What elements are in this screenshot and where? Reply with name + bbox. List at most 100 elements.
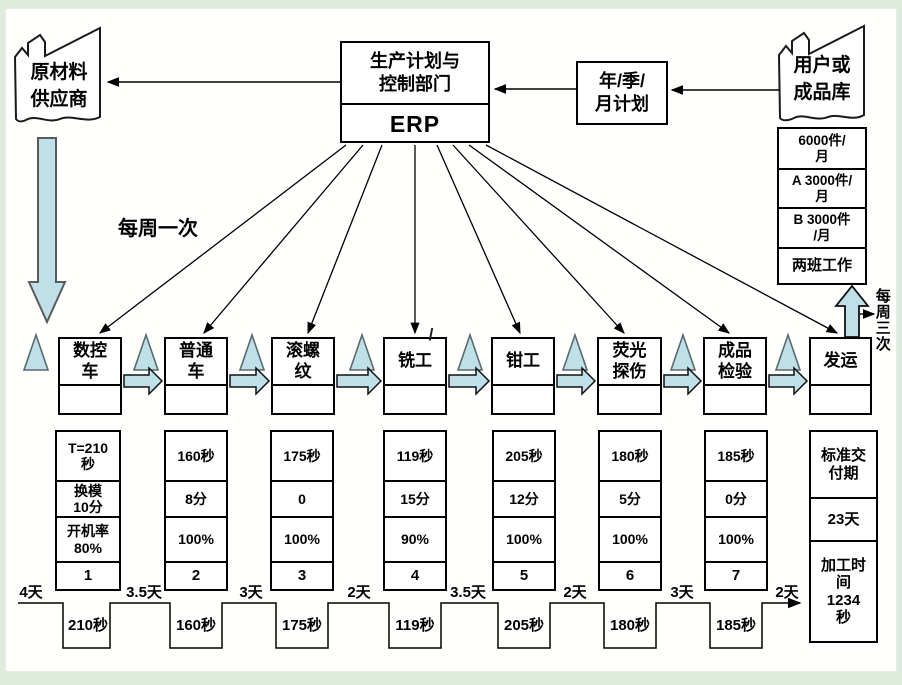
process-box-final-inspection: 成品 检验 <box>703 337 767 415</box>
push-arrow-3 <box>336 366 383 396</box>
timeline-day-label: 2天 <box>775 584 799 601</box>
inventory-triangle-3 <box>238 332 266 371</box>
process-box-fitter: 钳工 <box>491 337 555 415</box>
cycle-time: 185秒 <box>706 432 766 482</box>
data-box-6: 180秒 5分 100% 6 <box>598 430 662 591</box>
inventory-triangle-1 <box>22 332 50 371</box>
process-box-ordinary-lathe: 普通 车 <box>164 337 228 415</box>
cycle-time: 205秒 <box>494 432 554 482</box>
process-box-milling: 铣工 <box>383 337 447 415</box>
timeline-seconds-label: 180秒 <box>609 617 651 634</box>
process-name: 钳工 <box>493 339 553 386</box>
plan-box: 年/季/ 月计划 <box>576 61 668 125</box>
push-arrow-6 <box>663 366 703 396</box>
summary-box: 标准交 付期 23天 加工时 间 1234 秒 <box>809 430 878 643</box>
changeover-time: 0 <box>272 482 332 518</box>
inventory-triangle-4 <box>348 332 376 371</box>
cycle-time: 119秒 <box>385 432 445 482</box>
changeover-time: 5分 <box>600 482 660 518</box>
timeline-day-label: 2天 <box>563 584 587 601</box>
supplier-shipment-arrow <box>27 137 67 325</box>
timeline-day-label: 3天 <box>239 584 263 601</box>
push-arrow-4 <box>448 366 491 396</box>
uptime: 100% <box>272 518 332 563</box>
timeline-day-label: 3.5天 <box>126 584 162 601</box>
step-number: 4 <box>410 567 420 585</box>
cycle-time: 180秒 <box>600 432 660 482</box>
uptime: 100% <box>494 518 554 563</box>
timeline-day-label: 2天 <box>347 584 371 601</box>
push-arrow-5 <box>556 366 597 396</box>
step-number: 2 <box>191 567 201 585</box>
supplier-factory-label: 原材料 供应商 <box>30 62 88 110</box>
changeover-time: 12分 <box>494 482 554 518</box>
data-box-1: T=210 秒 换模 10分 开机率 80% 1 <box>55 430 121 591</box>
timeline-seconds-label: 210秒 <box>67 617 109 634</box>
shipping-up-arrow <box>834 284 870 338</box>
process-name: 荧光 探伤 <box>599 339 660 386</box>
data-box-5: 205秒 12分 100% 5 <box>492 430 556 591</box>
data-box-2: 160秒 8分 100% 2 <box>164 430 228 591</box>
erp-schedule-arrow-5 <box>436 144 521 335</box>
erp-schedule-arrow-6 <box>452 144 625 334</box>
changeover-time: 8分 <box>166 482 226 518</box>
process-box-shipping: 发运 <box>809 337 872 415</box>
demand-monthly-total: 6000件/ 月 <box>779 129 865 170</box>
uptime: 90% <box>385 518 445 563</box>
erp-schedule-arrow-1 <box>98 144 347 334</box>
uptime: 100% <box>600 518 660 563</box>
erp-schedule-arrow-3 <box>307 144 383 335</box>
process-name: 数控 车 <box>60 339 120 386</box>
changeover-time: 换模 10分 <box>57 482 119 518</box>
stray-slash-mark: / <box>428 325 434 344</box>
changeover-time: 0分 <box>706 482 766 518</box>
timeline-day-label: 3.5天 <box>450 584 486 601</box>
changeover-time: 15分 <box>385 482 445 518</box>
uptime: 100% <box>706 518 766 563</box>
inventory-triangle-8 <box>774 332 802 371</box>
process-box-cnc-lathe: 数控 车 <box>58 337 122 415</box>
timeline-seconds-label: 205秒 <box>503 617 545 634</box>
step-number: 1 <box>83 567 93 585</box>
erp-schedule-arrow-7 <box>468 144 731 334</box>
customer-demand-box: 6000件/ 月 A 3000件/ 月 B 3000件 /月 两班工作 <box>777 127 867 285</box>
timeline-ladder <box>18 597 802 649</box>
planning-dept-box: 生产计划与 控制部门 ERP <box>340 41 490 143</box>
process-name: 发运 <box>811 339 870 386</box>
weekly-three-times-label: 每周三次 <box>873 288 891 352</box>
supplier-factory-icon <box>13 26 101 123</box>
demand-product-b: B 3000件 /月 <box>779 209 865 249</box>
process-box-fluorescent-inspection: 荧光 探伤 <box>597 337 662 415</box>
data-box-7: 185秒 0分 100% 7 <box>704 430 768 591</box>
erp-label: ERP <box>389 110 441 137</box>
lead-time-title: 标准交 付期 <box>811 432 876 499</box>
push-arrow-7 <box>768 366 809 396</box>
step-number: 3 <box>297 567 307 585</box>
customer-factory-label: 用户或 成品库 <box>793 55 851 103</box>
process-box-thread-rolling: 滚螺 纹 <box>271 337 335 415</box>
inventory-triangle-2 <box>132 332 160 371</box>
step-number: 6 <box>625 567 635 585</box>
demand-shifts: 两班工作 <box>791 257 852 275</box>
process-time-value: 加工时 间 1234 秒 <box>820 557 866 626</box>
process-name: 铣工 <box>385 339 445 386</box>
inventory-triangle-6 <box>561 332 589 371</box>
data-box-3: 175秒 0 100% 3 <box>270 430 334 591</box>
cycle-time: 175秒 <box>272 432 332 482</box>
uptime: 100% <box>166 518 226 563</box>
demand-product-a: A 3000件/ 月 <box>779 170 865 209</box>
push-arrow-1 <box>123 366 164 396</box>
cycle-time: 160秒 <box>166 432 226 482</box>
timeline-seconds-label: 185秒 <box>715 617 757 634</box>
planning-dept-label: 生产计划与 控制部门 <box>342 43 488 105</box>
customer-factory-icon <box>777 24 865 122</box>
timeline-day-label: 4天 <box>19 584 43 601</box>
erp-schedule-arrow-2 <box>203 144 364 334</box>
step-number: 7 <box>731 567 741 585</box>
uptime: 开机率 80% <box>57 518 119 563</box>
process-name: 成品 检验 <box>705 339 765 386</box>
step-number: 5 <box>519 567 529 585</box>
process-name: 普通 车 <box>166 339 226 386</box>
